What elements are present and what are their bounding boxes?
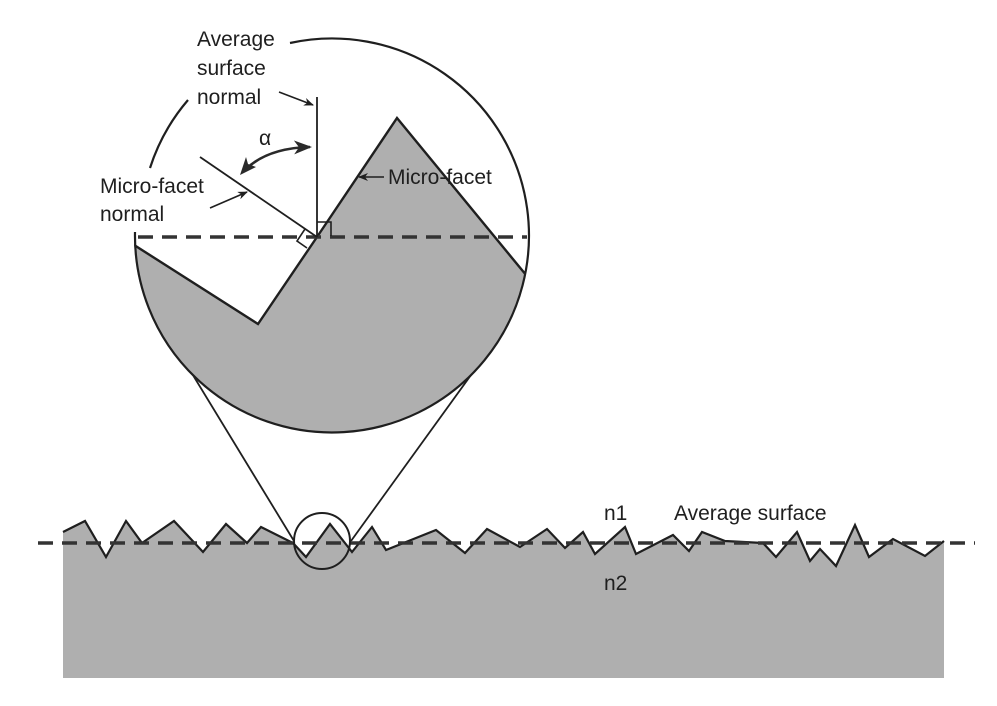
label-n2: n2 bbox=[604, 572, 627, 595]
rough-surface-profile bbox=[62, 518, 945, 568]
magnified-material bbox=[134, 118, 528, 433]
magnified-view-circle bbox=[133, 37, 531, 434]
micro-facet-normal-pointer-arrow bbox=[209, 191, 248, 209]
magnify-projection-line-right bbox=[350, 374, 472, 542]
label-micro-facet: Micro-facet bbox=[388, 166, 492, 189]
label-average-surface-normal-line3: normal bbox=[197, 86, 261, 109]
label-micro-facet-normal-line2: normal bbox=[100, 203, 164, 226]
label-n1: n1 bbox=[604, 502, 627, 525]
magnified-view bbox=[133, 37, 531, 434]
label-average-surface-normal-line1: Average bbox=[197, 28, 275, 51]
alpha-arrowhead-left bbox=[240, 157, 256, 175]
label-average-surface-normal-line2: surface bbox=[197, 57, 266, 80]
label-alpha: α bbox=[259, 127, 271, 150]
average-surface-normal-pointer-arrow bbox=[278, 91, 314, 106]
rough-surface-material-n2 bbox=[63, 521, 944, 678]
magnified-view-circle-arc-upper-left bbox=[148, 99, 189, 169]
rough-surface bbox=[62, 518, 945, 678]
micro-facet-normal-line bbox=[199, 156, 318, 238]
right-angle-marker-facet-normal bbox=[295, 228, 308, 249]
angle-alpha-arc bbox=[245, 140, 312, 170]
right-angle-marker-average-normal bbox=[317, 221, 332, 236]
label-average-surface: Average surface bbox=[674, 502, 827, 525]
label-micro-facet-normal-line1: Micro-facet bbox=[100, 175, 204, 198]
